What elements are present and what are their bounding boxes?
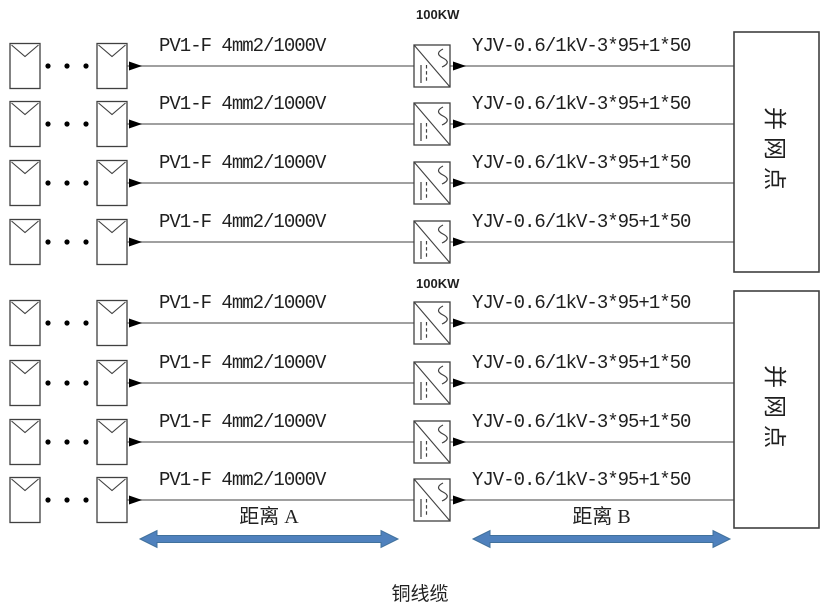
flow-arrowhead-icon (453, 437, 466, 447)
pv-cable-label: PV1-F 4mm2/1000V (159, 352, 326, 374)
pv-panel-icon (96, 476, 128, 524)
flow-arrowhead-icon (453, 119, 466, 129)
string-ellipsis-dot (45, 239, 51, 245)
inverter-power-label-group1: 100KW (416, 7, 460, 22)
string-ellipsis-dot (45, 439, 51, 445)
pv-string-row (9, 299, 734, 347)
string-ellipsis-dot (83, 439, 89, 445)
pv-panel-icon (9, 100, 41, 148)
ac-cable-label: YJV-0.6/1kV-3*95+1*50 (472, 469, 691, 491)
string-ellipsis-dot (64, 439, 70, 445)
string-ellipsis-dot (45, 180, 51, 186)
flow-arrowhead-icon (453, 318, 466, 328)
copper-cable-label: 铜线缆 (391, 584, 449, 605)
string-ellipsis-dot (83, 380, 89, 386)
grid-connection-box-1 (733, 31, 820, 273)
string-ellipsis-dot (64, 121, 70, 127)
distance-a-label: 距离 A (239, 506, 299, 528)
inverter-icon (413, 44, 451, 88)
string-ellipsis-dot (64, 497, 70, 503)
string-ellipsis-dot (45, 121, 51, 127)
string-ellipsis-dot (83, 180, 89, 186)
pv-cable-label: PV1-F 4mm2/1000V (159, 211, 326, 233)
pv-cable-label: PV1-F 4mm2/1000V (159, 152, 326, 174)
pv-string-row (9, 159, 734, 207)
flow-arrowhead-icon (129, 378, 142, 388)
flow-arrowhead-icon (129, 61, 142, 71)
pv-panel-icon (9, 159, 41, 207)
pv-panel-icon (96, 359, 128, 407)
pv-cable-label: PV1-F 4mm2/1000V (159, 93, 326, 115)
string-ellipsis-dot (83, 320, 89, 326)
flow-arrowhead-icon (129, 437, 142, 447)
pv-panel-icon (96, 42, 128, 90)
string-ellipsis-dot (64, 180, 70, 186)
ac-cable-label: YJV-0.6/1kV-3*95+1*50 (472, 411, 691, 433)
flow-arrowhead-icon (129, 318, 142, 328)
inverter-icon (413, 102, 451, 146)
inverter-power-label-group2: 100KW (416, 276, 460, 291)
pv-panel-icon (96, 299, 128, 347)
pv-cable-label: PV1-F 4mm2/1000V (159, 35, 326, 57)
pv-string-row (9, 359, 734, 407)
flow-arrowhead-icon (129, 495, 142, 505)
pv-string-row (9, 418, 734, 466)
inverter-icon (413, 161, 451, 205)
string-ellipsis-dot (83, 497, 89, 503)
distance-arrow-b (471, 529, 732, 549)
pv-cable-label: PV1-F 4mm2/1000V (159, 411, 326, 433)
string-ellipsis-dot (64, 239, 70, 245)
pv-string-row (9, 218, 734, 266)
string-ellipsis-dot (83, 63, 89, 69)
flow-arrowhead-icon (453, 378, 466, 388)
pv-string-row (9, 42, 734, 90)
flow-arrowhead-icon (453, 495, 466, 505)
distance-arrow-a (138, 529, 400, 549)
pv-panel-icon (9, 359, 41, 407)
flow-arrowhead-icon (453, 237, 466, 247)
ac-cable-label: YJV-0.6/1kV-3*95+1*50 (472, 152, 691, 174)
pv-string-row (9, 476, 734, 524)
inverter-icon (413, 301, 451, 345)
inverter-icon (413, 478, 451, 522)
inverter-icon (413, 420, 451, 464)
pv-panel-icon (96, 418, 128, 466)
pv-panel-icon (96, 218, 128, 266)
flow-arrowhead-icon (453, 178, 466, 188)
ac-cable-label: YJV-0.6/1kV-3*95+1*50 (472, 352, 691, 374)
distance-b-label: 距离 B (572, 506, 631, 528)
ac-cable-label: YJV-0.6/1kV-3*95+1*50 (472, 93, 691, 115)
string-ellipsis-dot (45, 497, 51, 503)
string-ellipsis-dot (64, 63, 70, 69)
string-ellipsis-dot (45, 320, 51, 326)
ac-cable-label: YJV-0.6/1kV-3*95+1*50 (472, 35, 691, 57)
inverter-icon (413, 220, 451, 264)
string-ellipsis-dot (45, 380, 51, 386)
string-ellipsis-dot (83, 121, 89, 127)
pv-panel-icon (9, 418, 41, 466)
pv-panel-icon (96, 159, 128, 207)
pv-panel-icon (9, 299, 41, 347)
pv-panel-icon (9, 42, 41, 90)
flow-arrowhead-icon (129, 119, 142, 129)
string-ellipsis-dot (83, 239, 89, 245)
pv-cable-label: PV1-F 4mm2/1000V (159, 292, 326, 314)
pv-cable-label: PV1-F 4mm2/1000V (159, 469, 326, 491)
inverter-icon (413, 361, 451, 405)
flow-arrowhead-icon (453, 61, 466, 71)
pv-panel-icon (9, 218, 41, 266)
flow-arrowhead-icon (129, 237, 142, 247)
flow-arrowhead-icon (129, 178, 142, 188)
pv-panel-icon (9, 476, 41, 524)
string-ellipsis-dot (64, 380, 70, 386)
string-ellipsis-dot (45, 63, 51, 69)
pv-panel-icon (96, 100, 128, 148)
string-ellipsis-dot (64, 320, 70, 326)
ac-cable-label: YJV-0.6/1kV-3*95+1*50 (472, 292, 691, 314)
ac-cable-label: YJV-0.6/1kV-3*95+1*50 (472, 211, 691, 233)
grid-connection-box-2 (733, 290, 820, 529)
pv-string-row (9, 100, 734, 148)
